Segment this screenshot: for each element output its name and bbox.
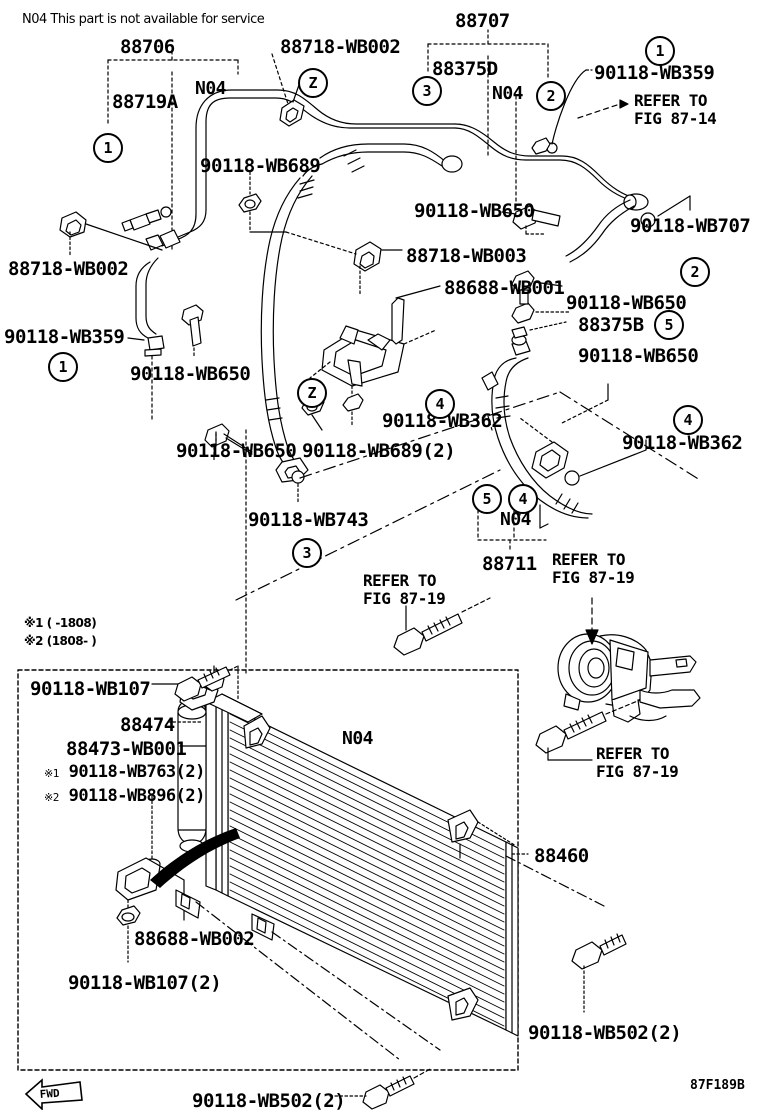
part-label-n04: N04 <box>500 509 532 530</box>
fwd-arrow-label: FWD <box>39 1087 60 1101</box>
part-label-n04: N04 <box>492 83 524 104</box>
part-label-88718-wb002: 88718-WB002 <box>280 36 401 58</box>
part-label-90118-wb362: 90118-WB362 <box>622 432 743 454</box>
callout-circle-1[interactable]: 1 <box>48 352 78 382</box>
part-label-88711: 88711 <box>482 553 537 575</box>
callout-circle-z[interactable]: Z <box>297 378 327 408</box>
header-note: N04 This part is not available for servi… <box>22 12 265 27</box>
footnote-2-marker: ※2 <box>24 634 44 648</box>
part-label-90118-wb359: 90118-WB359 <box>4 326 125 348</box>
part-label-text: 90118-WB763(2) <box>58 762 206 782</box>
part-label-refer-to: REFER TO <box>634 91 708 110</box>
part-label-90118-wb707: 90118-WB707 <box>630 215 751 237</box>
callout-circle-1[interactable]: 1 <box>93 133 123 163</box>
footnote-marker: ※1 <box>44 767 59 780</box>
part-label-fig-87-19: FIG 87-19 <box>596 762 679 781</box>
part-label-88474: 88474 <box>120 714 175 736</box>
part-label-n04: N04 <box>342 728 374 749</box>
part-label-refer-to: REFER TO <box>363 571 437 590</box>
part-label-90118-wb743: 90118-WB743 <box>248 509 369 531</box>
part-label-fig-87-19: FIG 87-19 <box>552 568 635 587</box>
part-label-90118-wb650: 90118-WB650 <box>578 345 699 367</box>
footnote-1: ※1 ( -1808) <box>24 616 97 630</box>
part-label-90118-wb650: 90118-WB650 <box>130 363 251 385</box>
part-label-90118-wb650: 90118-WB650 <box>566 292 687 314</box>
callout-circle-2[interactable]: 2 <box>536 81 566 111</box>
part-label-90118-wb502-2-: 90118-WB502(2) <box>528 1022 682 1044</box>
part-label-n04: N04 <box>195 78 227 99</box>
part-label-88719a: 88719A <box>112 91 178 113</box>
part-label-88473-wb001: 88473-WB001 <box>66 738 187 760</box>
callout-circle-5[interactable]: 5 <box>654 310 684 340</box>
part-label-88375d: 88375D <box>432 58 498 80</box>
footnote-2: ※2 (1808- ) <box>24 634 97 648</box>
part-label-90118-wb763-2-: ※1 90118-WB763(2) <box>44 762 205 782</box>
part-label-90118-wb502-2-: 90118-WB502(2) <box>192 1090 346 1112</box>
part-label-88460: 88460 <box>534 845 589 867</box>
part-label-90118-wb689-2-: 90118-WB689(2) <box>302 440 456 462</box>
part-label-90118-wb650: 90118-WB650 <box>414 200 535 222</box>
part-label-88707: 88707 <box>455 10 510 32</box>
part-label-refer-to: REFER TO <box>596 744 670 763</box>
part-label-90118-wb650: 90118-WB650 <box>176 440 297 462</box>
callout-circle-z[interactable]: Z <box>298 68 328 98</box>
part-label-88375b: 88375B <box>578 314 644 336</box>
callout-circle-3[interactable]: 3 <box>412 76 442 106</box>
figure-id: 87F189B <box>690 1078 745 1093</box>
part-label-90118-wb107-2-: 90118-WB107(2) <box>68 972 222 994</box>
callout-circle-4[interactable]: 4 <box>673 405 703 435</box>
part-label-90118-wb896-2-: ※2 90118-WB896(2) <box>44 786 205 806</box>
part-label-fig-87-14: FIG 87-14 <box>634 109 717 128</box>
callout-circle-1[interactable]: 1 <box>645 36 675 66</box>
footnote-marker: ※2 <box>44 791 59 804</box>
footnote-2-text: (1808- ) <box>46 634 97 648</box>
callout-circle-4[interactable]: 4 <box>508 484 538 514</box>
part-label-88688-wb002: 88688-WB002 <box>134 928 255 950</box>
part-label-90118-wb359: 90118-WB359 <box>594 62 715 84</box>
part-label-88688-wb001: 88688-WB001 <box>444 277 565 299</box>
callout-circle-4[interactable]: 4 <box>425 389 455 419</box>
callout-circle-2[interactable]: 2 <box>680 257 710 287</box>
part-label-90118-wb689: 90118-WB689 <box>200 155 321 177</box>
part-label-text: 90118-WB896(2) <box>58 786 206 806</box>
part-label-90118-wb107: 90118-WB107 <box>30 678 151 700</box>
part-label-fig-87-19: FIG 87-19 <box>363 589 446 608</box>
footnote-1-marker: ※1 <box>24 616 44 630</box>
part-label-90118-wb362: 90118-WB362 <box>382 410 503 432</box>
part-label-88718-wb002: 88718-WB002 <box>8 258 129 280</box>
part-label-refer-to: REFER TO <box>552 550 626 569</box>
part-label-88706: 88706 <box>120 36 175 58</box>
fwd-arrow: FWD <box>24 1076 86 1114</box>
callout-circle-5[interactable]: 5 <box>472 484 502 514</box>
footnote-1-text: ( -1808) <box>46 616 97 630</box>
part-label-88718-wb003: 88718-WB003 <box>406 245 527 267</box>
callout-circle-3[interactable]: 3 <box>292 538 322 568</box>
